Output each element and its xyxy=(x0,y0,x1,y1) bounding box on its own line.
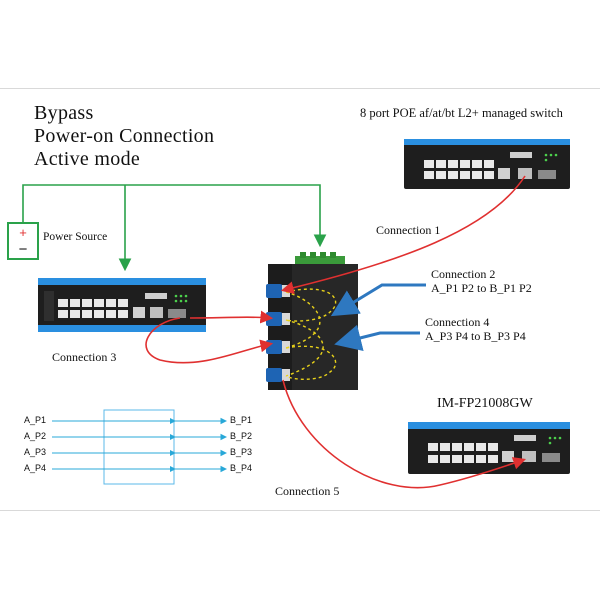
power-lines xyxy=(22,184,327,272)
plus-sign: + xyxy=(19,225,27,240)
port-a-p3: A_P3 xyxy=(24,447,47,457)
connection-5-label: Connection 5 xyxy=(275,484,340,498)
top-right-switch xyxy=(404,139,570,189)
bottom-divider xyxy=(0,510,600,511)
bypass-device xyxy=(266,252,358,390)
power-source-label: Power Source xyxy=(43,231,108,243)
top-divider xyxy=(0,88,600,89)
fiber-connections xyxy=(145,175,527,489)
power-source-box: + − xyxy=(7,222,39,260)
connection-2-title: Connection 2 xyxy=(431,267,496,281)
left-switch xyxy=(38,278,206,332)
bottom-right-switch-label: IM-FP21008GW xyxy=(437,396,533,411)
connection-1-label: Connection 1 xyxy=(376,223,441,237)
connection-4-title: Connection 4 xyxy=(425,315,490,329)
port-b-p1: B_P1 xyxy=(230,415,253,425)
connection-2-desc: A_P1 P2 to B_P1 P2 xyxy=(431,281,532,295)
port-a-p2: A_P2 xyxy=(24,431,47,441)
port-b-p3: B_P3 xyxy=(230,447,253,457)
top-right-switch-label: 8 port POE af/at/bt L2+ managed switch xyxy=(360,106,563,120)
connection-4-desc: A_P3 P4 to B_P3 P4 xyxy=(425,329,526,343)
port-a-p1: A_P1 xyxy=(24,415,47,425)
port-map xyxy=(52,409,228,485)
page-title: Bypass Power-on Connection Active mode xyxy=(34,102,214,171)
title-line-3: Active mode xyxy=(34,148,141,170)
port-a-p4: A_P4 xyxy=(24,463,47,473)
connection-3-label: Connection 3 xyxy=(52,350,117,364)
bottom-right-switch xyxy=(408,422,570,474)
title-line-2: Power-on Connection xyxy=(34,125,215,147)
minus-sign: − xyxy=(19,241,28,258)
title-line-1: Bypass xyxy=(34,102,94,124)
port-b-p2: B_P2 xyxy=(230,431,253,441)
port-b-p4: B_P4 xyxy=(230,463,253,473)
callout-arrows xyxy=(330,283,426,352)
bypass-loops xyxy=(285,288,337,380)
